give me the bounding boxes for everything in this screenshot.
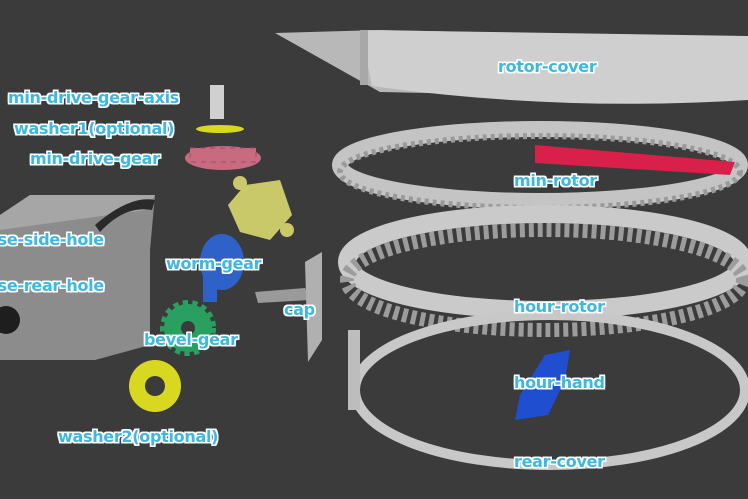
hour-rotor-part (338, 205, 748, 337)
label-hour-hand: hour-hand (514, 373, 605, 392)
bevel-gear-part (160, 300, 216, 356)
label-min-rotor: min-rotor (514, 171, 597, 190)
label-washer2: washer2(optional) (58, 427, 219, 446)
label-min-drive-gear: min-drive-gear (30, 149, 160, 168)
motor-part (228, 176, 294, 240)
label-min-drive-gear-axis: min-drive-gear-axis (8, 88, 179, 107)
label-washer1: washer1(optional) (14, 119, 175, 138)
label-case-rear-hole: case-rear-hole (0, 276, 104, 295)
min-drive-gear-part (185, 146, 261, 170)
rear-cover-part (348, 310, 748, 470)
min-drive-gear-axis-part (210, 85, 224, 119)
hour-hand-part (515, 350, 570, 420)
label-hour-rotor: hour-rotor (514, 297, 605, 316)
washer2-part (129, 360, 181, 412)
label-cap: cap (284, 300, 315, 319)
cap-part (255, 252, 322, 362)
rotor-cover-part (275, 30, 748, 104)
label-rotor-cover: rotor-cover (498, 57, 597, 76)
label-case-side-hole: case-side-hole (0, 230, 104, 249)
case-part (0, 195, 155, 360)
washer1-part (196, 125, 244, 133)
label-rear-cover: rear-cover (514, 452, 605, 471)
worm-gear-part (200, 234, 244, 302)
label-bevel-gear: bevel-gear (144, 330, 238, 349)
min-rotor-part (332, 121, 748, 211)
label-worm-gear: worm-gear (166, 254, 262, 273)
